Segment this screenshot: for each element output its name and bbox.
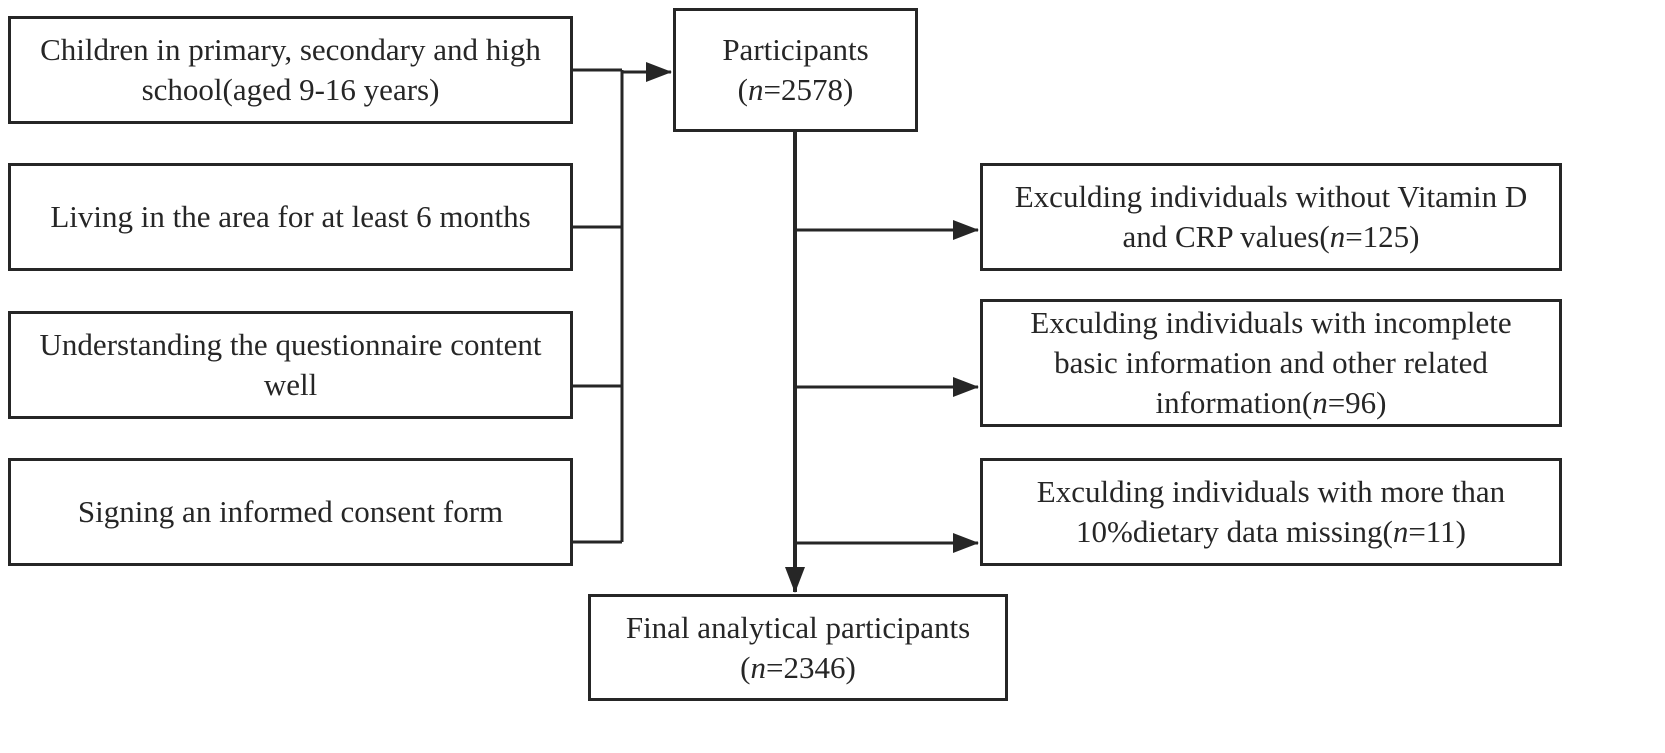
participants-box: Participants (n=2578) [673, 8, 918, 132]
final-n-value: =2346) [766, 649, 856, 685]
criterion-age-line-1: Children in primary, secondary and high [40, 32, 541, 67]
exclusion-2-n-symbol: n [1312, 385, 1328, 420]
exclusion-2-text: information( [1155, 385, 1313, 420]
exclusion-2-line-1: Exculding individuals with incomplete [1030, 305, 1512, 340]
criterion-box-age: Children in primary, secondary and high … [8, 16, 573, 124]
final-count-open: ( [740, 649, 751, 685]
exclusion-1-line-2: and CRP values(n=125) [1122, 217, 1419, 257]
exclusion-3-line-1: Exculding individuals with more than [1036, 474, 1506, 509]
criterion-understanding-line-1: Understanding the questionnaire content [39, 327, 542, 362]
exclusion-1-n-symbol: n [1329, 219, 1346, 254]
exclusion-2-line-2: basic information and other related [1054, 345, 1488, 380]
exclusion-1-line-1: Exculding individuals without Vitamin D [1014, 179, 1528, 214]
participants-count-open: ( [737, 72, 748, 107]
participants-label: Participants [722, 32, 869, 67]
criterion-consent-line-1: Signing an informed consent form [77, 494, 504, 529]
exclusion-1-n-value: =125) [1345, 219, 1420, 254]
exclusion-2-line-3: information(n=96) [1156, 383, 1387, 423]
criterion-residence-line-1: Living in the area for at least 6 months [50, 199, 531, 234]
final-count: (n=2346) [740, 648, 856, 688]
final-participants-box: Final analytical participants (n=2346) [588, 594, 1008, 701]
participants-n-value: =2578) [763, 72, 854, 107]
participants-count: (n=2578) [738, 70, 854, 110]
criterion-box-understanding: Understanding the questionnaire content … [8, 311, 573, 419]
exclusion-2-n-value: =96) [1327, 385, 1387, 420]
final-label: Final analytical participants [625, 609, 971, 645]
exclusion-box-incomplete-info: Exculding individuals with incomplete ba… [980, 299, 1562, 427]
criterion-age-line-2: school(aged 9-16 years) [141, 72, 440, 107]
exclusion-3-line-2: 10%dietary data missing(n=11) [1076, 512, 1466, 552]
exclusion-3-n-symbol: n [1392, 514, 1409, 549]
exclusion-3-text: 10%dietary data missing( [1076, 514, 1393, 549]
exclusion-box-vitamin-d: Exculding individuals without Vitamin D … [980, 163, 1562, 271]
criterion-box-consent: Signing an informed consent form [8, 458, 573, 566]
criterion-box-residence: Living in the area for at least 6 months [8, 163, 573, 271]
exclusion-1-text: and CRP values( [1122, 219, 1330, 254]
exclusion-3-n-value: =11) [1408, 514, 1466, 549]
exclusion-box-dietary-missing: Exculding individuals with more than 10%… [980, 458, 1562, 566]
criterion-understanding-line-2: well [263, 367, 318, 402]
final-n-symbol: n [750, 649, 767, 685]
participants-n-symbol: n [748, 72, 764, 107]
